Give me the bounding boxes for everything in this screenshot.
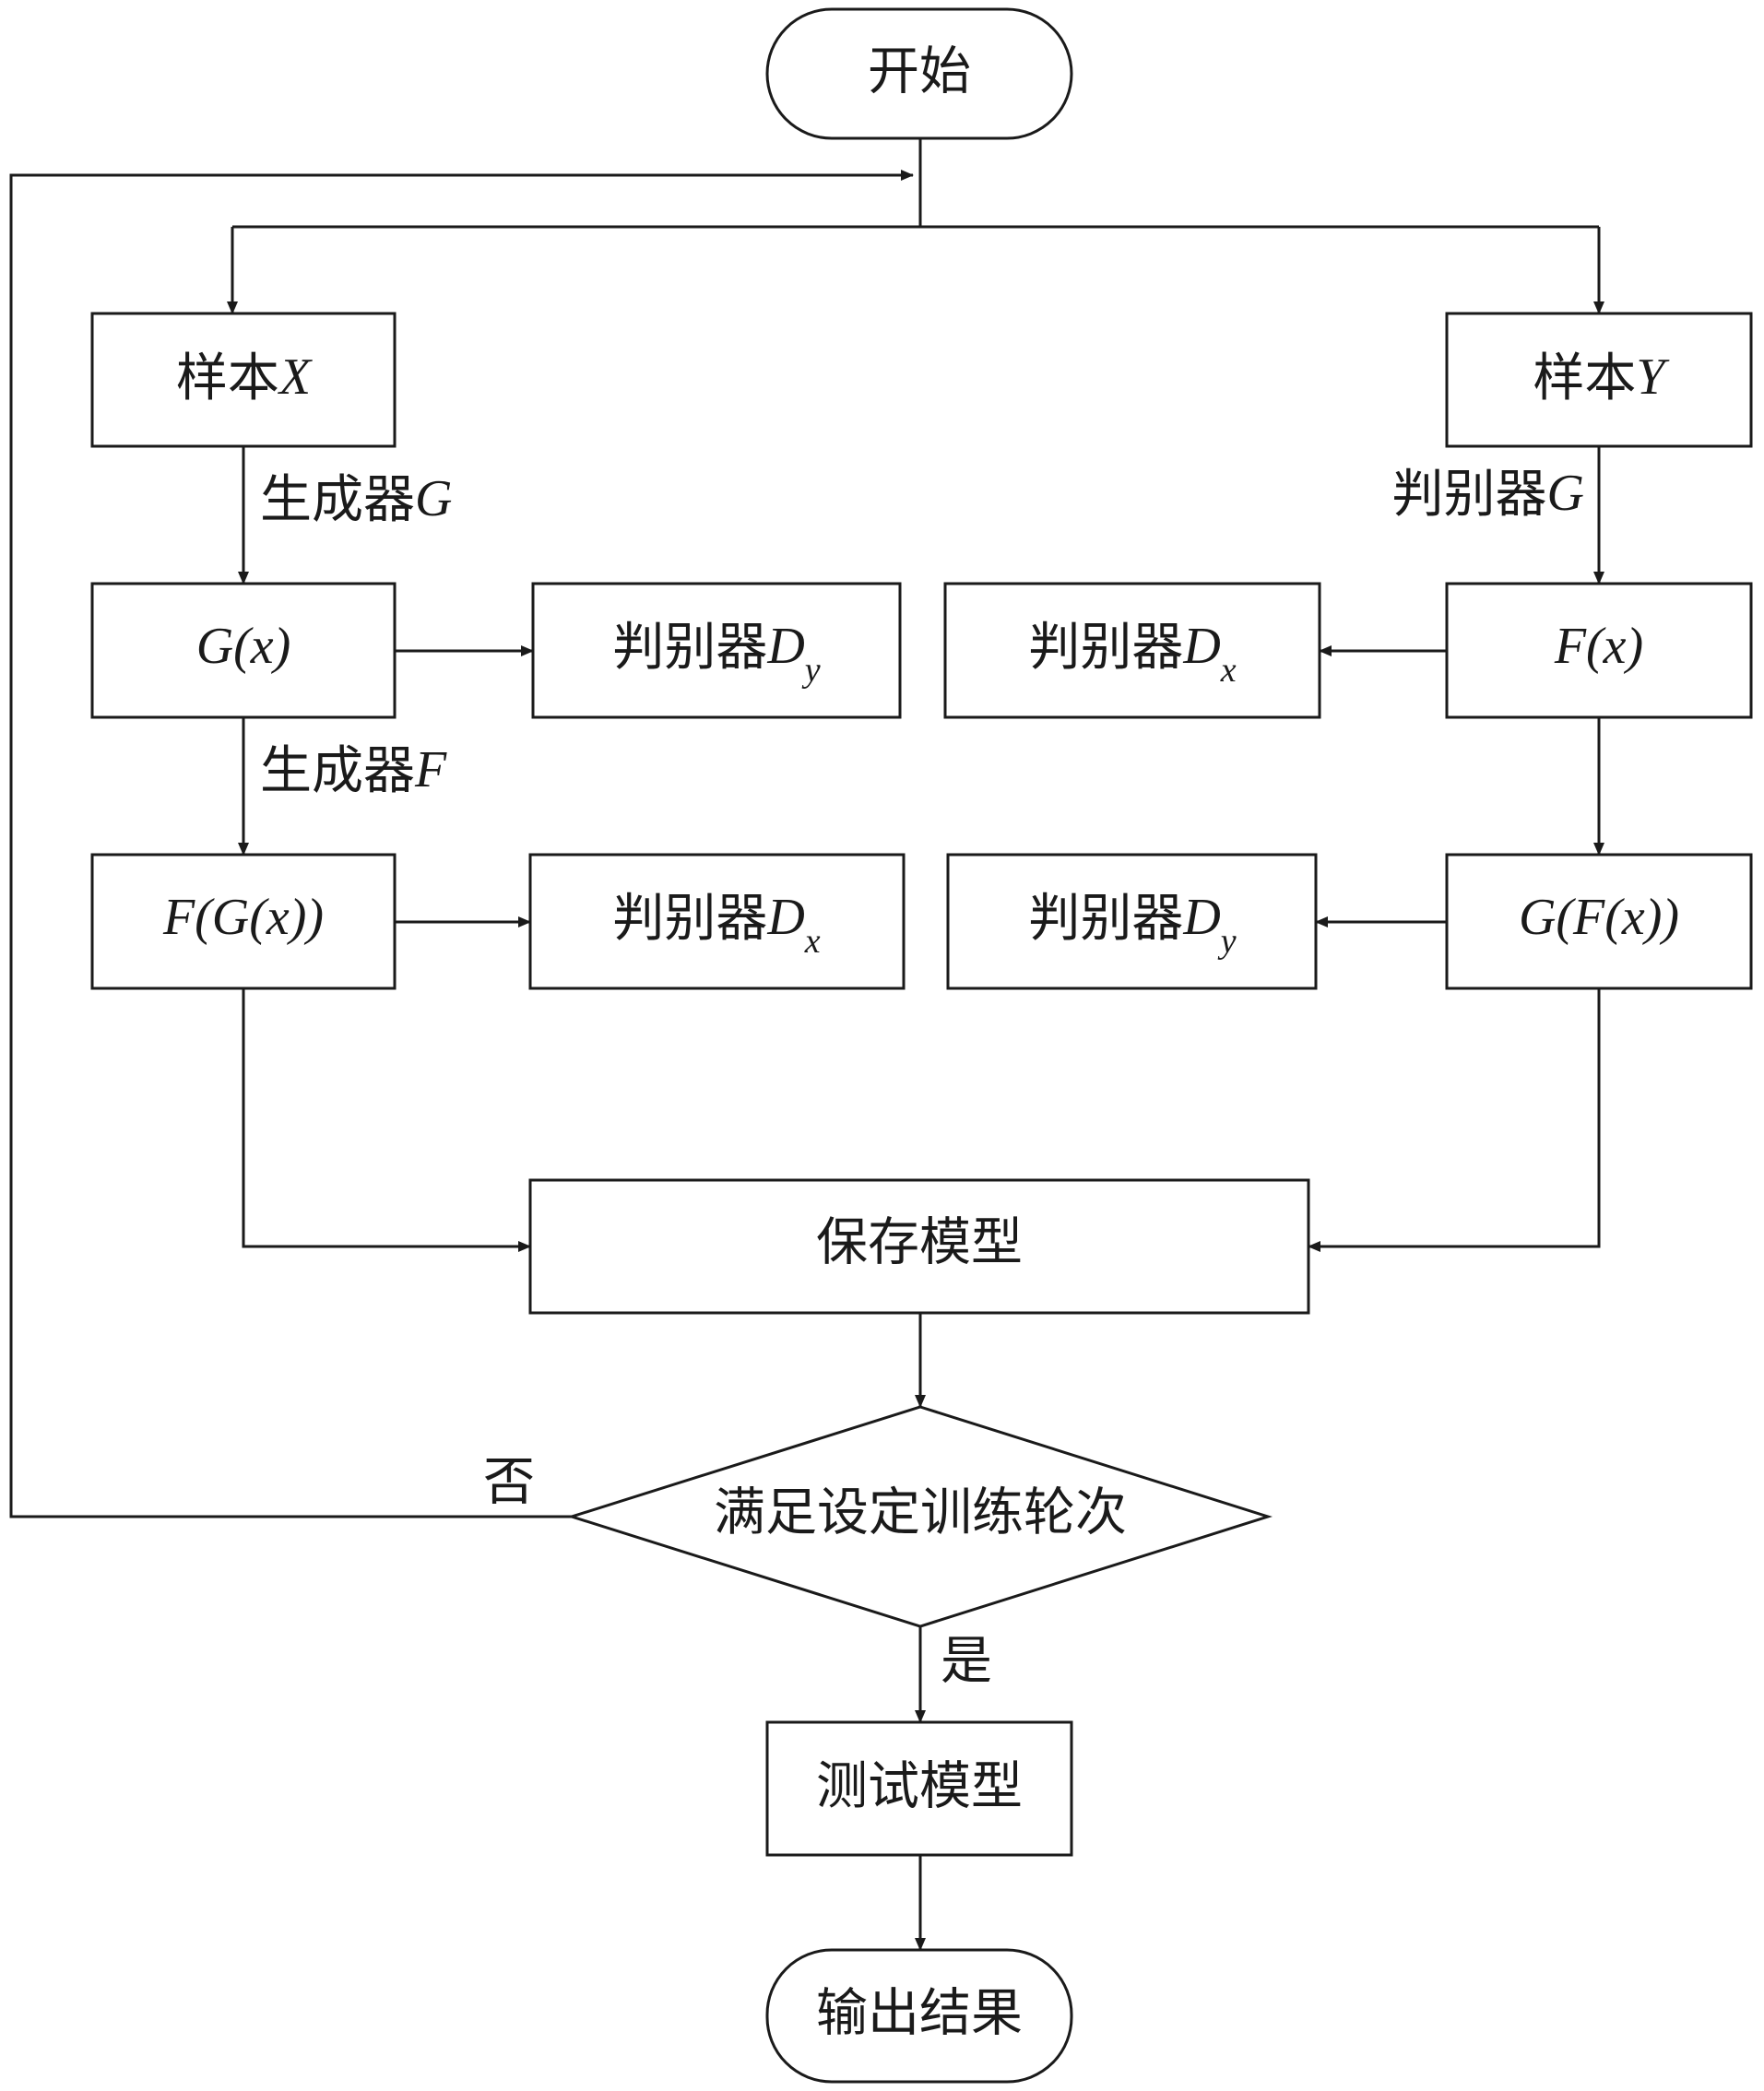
disc-dy-top-label: 判别器Dy [612, 618, 820, 690]
disc-dy-top-box [531, 582, 902, 719]
disc-dx-mid-var: D [766, 889, 804, 946]
edge-label-disc-g: 判别器G [1392, 465, 1584, 525]
sample-y-var: Y [1636, 348, 1670, 406]
sample-x-var: X [278, 348, 314, 406]
disc-dy-top-cn: 判别器 [612, 618, 767, 678]
edge-label-disc-g-cn: 判别器 [1392, 465, 1547, 525]
disc-dx-mid-cn: 判别器 [612, 889, 767, 949]
gx-label: G(x) [196, 618, 291, 675]
disc-dx-top-sub: x [1220, 651, 1237, 690]
disc-dx-mid-box [528, 853, 906, 990]
sample-x-box [90, 312, 397, 448]
edge-label-gen-g-cn: 生成器 [260, 470, 415, 530]
edge-label-yes: 是 [941, 1632, 992, 1692]
gfx-box [1445, 853, 1753, 990]
disc-dx-top-cn: 判别器 [1028, 618, 1183, 678]
edge-gfx-to-save [1308, 988, 1601, 1252]
fgx-box [90, 853, 397, 990]
disc-dy-mid-var: D [1182, 889, 1220, 946]
edge-fgx-to-save [242, 988, 531, 1252]
disc-dy-mid-label: 判别器Dy [1028, 889, 1236, 961]
sample-x-label: 样本X [176, 348, 314, 408]
test-model-label: 测试模型 [816, 1757, 1023, 1817]
disc-dx-top-box [943, 582, 1321, 719]
decision-diamond [567, 1405, 1273, 1628]
disc-dy-top-var: D [766, 618, 804, 675]
fgx-label: F(G(x)) [162, 889, 324, 946]
decision-label: 满足设定训练轮次 [714, 1483, 1127, 1543]
edge-label-no: 否 [483, 1453, 535, 1513]
test-model-box [765, 1720, 1073, 1857]
edge-decision-no-loop [9, 170, 914, 1518]
save-model-box [528, 1178, 1310, 1315]
gx-box [90, 582, 397, 719]
fx-label: F(x) [1554, 618, 1643, 675]
edge-label-disc-g-var: G [1547, 465, 1584, 522]
start-node [765, 7, 1073, 140]
disc-dx-top-var: D [1182, 618, 1220, 675]
sample-y-label: 样本Y [1533, 348, 1670, 408]
save-model-label: 保存模型 [816, 1213, 1023, 1273]
fx-box [1445, 582, 1753, 719]
edge-label-gen-f: 生成器F [260, 741, 447, 801]
sample-x-cn: 样本 [176, 348, 279, 408]
disc-dx-top-label: 判别器Dx [1028, 618, 1236, 690]
sample-y-cn: 样本 [1533, 348, 1636, 408]
output-node [765, 1948, 1073, 2084]
disc-dy-top-sub: y [801, 651, 821, 690]
disc-dy-mid-sub: y [1217, 922, 1237, 961]
edge-label-gen-f-cn: 生成器 [260, 741, 415, 801]
start-label: 开始 [868, 42, 971, 102]
sample-y-box [1445, 312, 1753, 448]
disc-dy-mid-box [946, 853, 1318, 990]
edge-label-gen-g: 生成器G [260, 470, 452, 530]
edge-label-gen-g-var: G [415, 470, 452, 527]
output-label: 输出结果 [816, 1984, 1023, 2044]
disc-dy-mid-cn: 判别器 [1028, 889, 1183, 949]
disc-dx-mid-sub: x [804, 922, 821, 961]
edge-label-gen-f-var: F [414, 741, 447, 798]
gfx-label: G(F(x)) [1519, 889, 1679, 946]
disc-dx-mid-label: 判别器Dx [612, 889, 820, 961]
